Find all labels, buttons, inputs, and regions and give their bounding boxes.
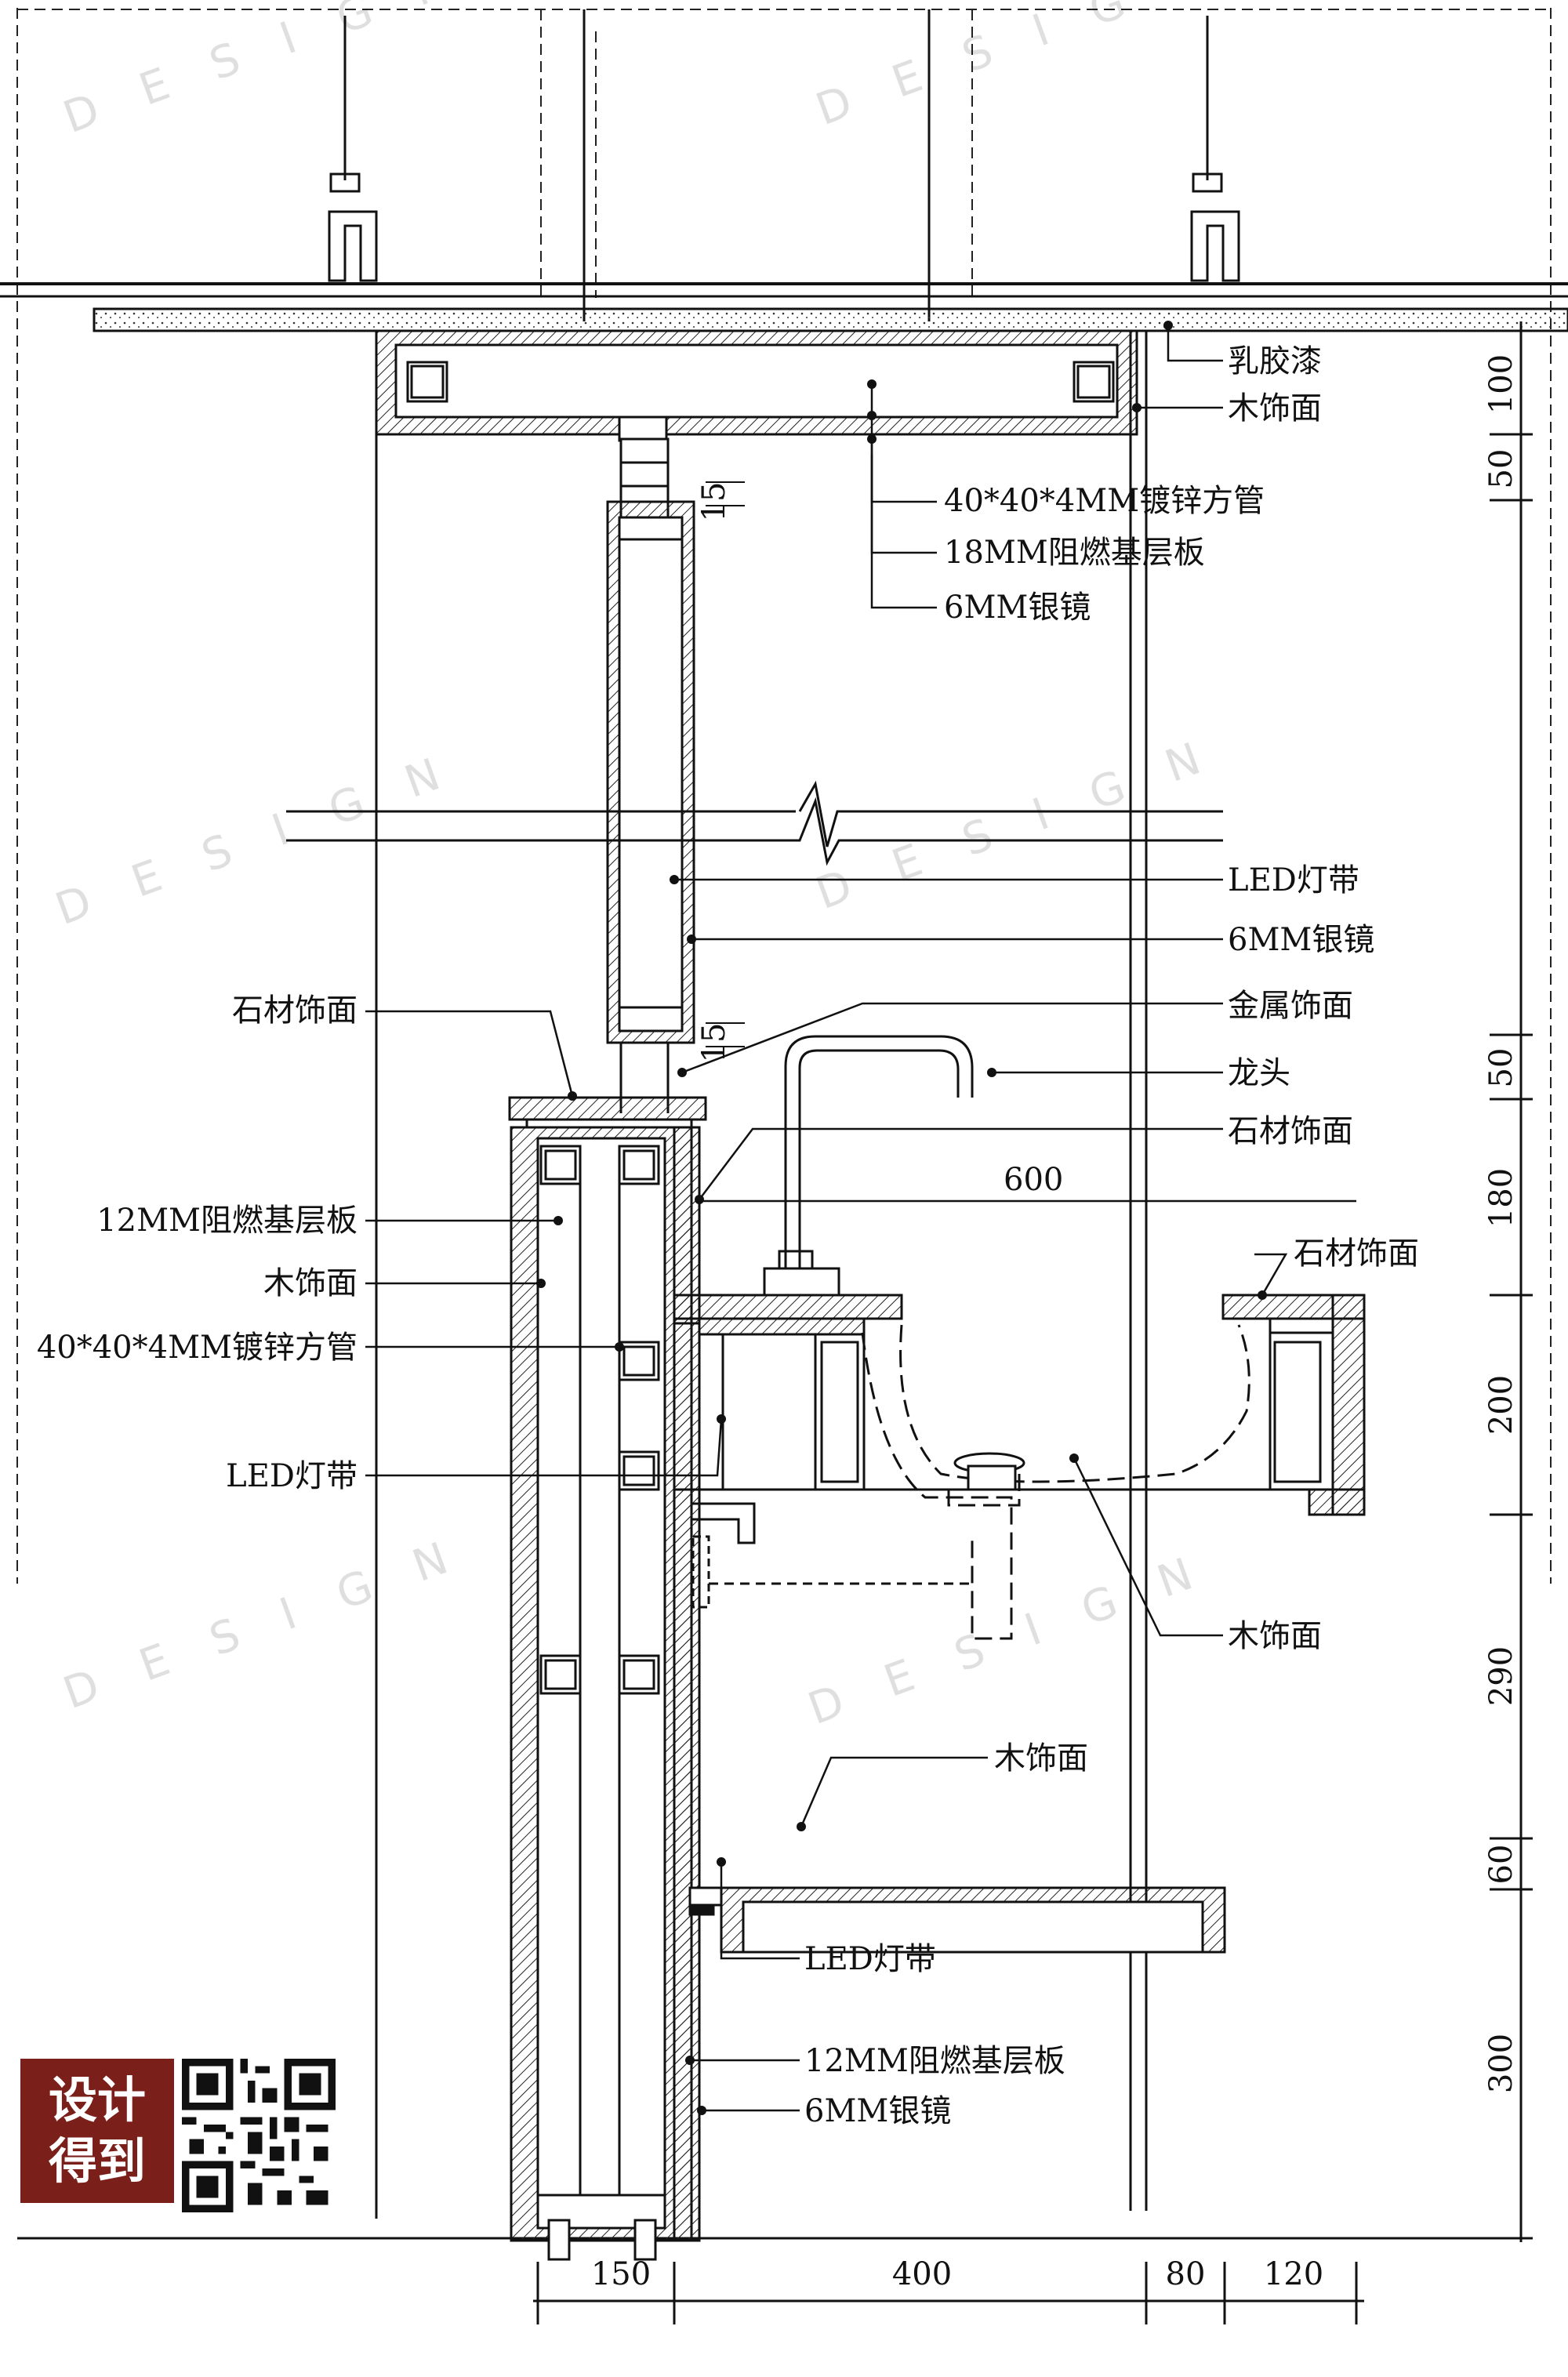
label-stone-finish-mid: 石材饰面 xyxy=(1228,1113,1353,1149)
label-stone-finish-left: 石材饰面 xyxy=(232,993,358,1029)
svg-text:DESIGN: DESIGN xyxy=(57,1517,499,1719)
label-dim-600: 600 xyxy=(1004,1162,1063,1198)
label-latex-paint: 乳胶漆 xyxy=(1228,343,1322,379)
svg-text:DESIGN: DESIGN xyxy=(810,0,1251,136)
main-column xyxy=(510,1126,693,2242)
label-stone-finish-right: 石材饰面 xyxy=(1294,1236,1419,1272)
label-mirror-bottom: 6MM银镜 xyxy=(804,2093,951,2129)
badge-line-2: 得到 xyxy=(48,2132,146,2190)
dim-200: 200 xyxy=(1483,1375,1519,1435)
dim-100: 100 xyxy=(1483,354,1519,414)
label-mirror-top: 6MM银镜 xyxy=(944,590,1091,626)
svg-text:DESIGN: DESIGN xyxy=(802,1533,1243,1735)
dims-bottom xyxy=(533,2262,1364,2324)
dim-150: 150 xyxy=(591,2256,651,2292)
column-base xyxy=(547,2219,657,2261)
faucet-drawing xyxy=(778,1035,974,1270)
dim-60: 60 xyxy=(1483,1845,1519,1885)
label-fr-board-12-left: 12MM阻燃基层板 xyxy=(96,1203,358,1239)
label-wood-basin: 木饰面 xyxy=(1228,1618,1322,1654)
ceiling-box xyxy=(375,329,1138,442)
upper-column-housing xyxy=(606,437,695,1113)
dim-15-b: 15 xyxy=(696,1023,732,1063)
svg-text:DESIGN: DESIGN xyxy=(57,0,499,143)
brand-badge: 设计 得到 xyxy=(20,2059,174,2203)
label-fr-board-12-bottom: 12MM阻燃基层板 xyxy=(804,2043,1065,2079)
label-led-strip-lower: LED灯带 xyxy=(804,1941,936,1977)
dim-120: 120 xyxy=(1264,2256,1323,2292)
dim-290: 290 xyxy=(1483,1646,1519,1706)
dim-50-top: 50 xyxy=(1483,449,1519,489)
dim-50-mid: 50 xyxy=(1483,1048,1519,1088)
break-line xyxy=(286,780,1223,866)
label-metal-finish: 金属饰面 xyxy=(1228,988,1353,1024)
lower-shelf xyxy=(688,1886,1226,1954)
label-steel-tube-top: 40*40*4MM镀锌方管 xyxy=(944,483,1265,519)
dim-80: 80 xyxy=(1166,2256,1206,2292)
label-mirror-mid: 6MM银镜 xyxy=(1228,922,1374,958)
basin-drain xyxy=(953,1452,1025,1491)
dim-180: 180 xyxy=(1483,1168,1519,1228)
dims-right xyxy=(1490,321,1533,2242)
ceiling xyxy=(0,282,1568,332)
column-stone-cap xyxy=(508,1096,707,1129)
label-wood-top: 木饰面 xyxy=(1228,390,1322,426)
under-counter xyxy=(691,1502,972,1609)
label-wood-cabinet: 木饰面 xyxy=(994,1740,1088,1776)
svg-text:DESIGN: DESIGN xyxy=(49,733,491,935)
leader-dots xyxy=(536,321,1267,2115)
label-fr-board-18: 18MM阻燃基层板 xyxy=(944,535,1205,571)
upper-columns xyxy=(343,9,1209,321)
dim-15-a: 15 xyxy=(696,482,732,522)
label-wood-left: 木饰面 xyxy=(263,1265,358,1301)
basin-dashed xyxy=(861,1324,1250,1640)
badge-line-1: 设计 xyxy=(48,2071,146,2128)
label-led-strip-upper: LED灯带 xyxy=(1228,862,1359,898)
dim-400: 400 xyxy=(892,2256,952,2292)
basin-counter xyxy=(673,1267,1366,1516)
label-faucet: 龙头 xyxy=(1228,1055,1290,1091)
svg-text:DESIGN: DESIGN xyxy=(810,717,1251,920)
dashed-frame xyxy=(16,8,1552,1584)
leader-lines xyxy=(365,325,1356,2112)
ceiling-hangers xyxy=(328,172,1240,282)
dim-300: 300 xyxy=(1483,2034,1519,2093)
label-steel-tube-left: 40*40*4MM镀锌方管 xyxy=(37,1330,358,1366)
dims-15 xyxy=(706,481,745,1047)
label-led-strip-left: LED灯带 xyxy=(226,1458,358,1494)
qr-code-icon xyxy=(182,2059,336,2212)
